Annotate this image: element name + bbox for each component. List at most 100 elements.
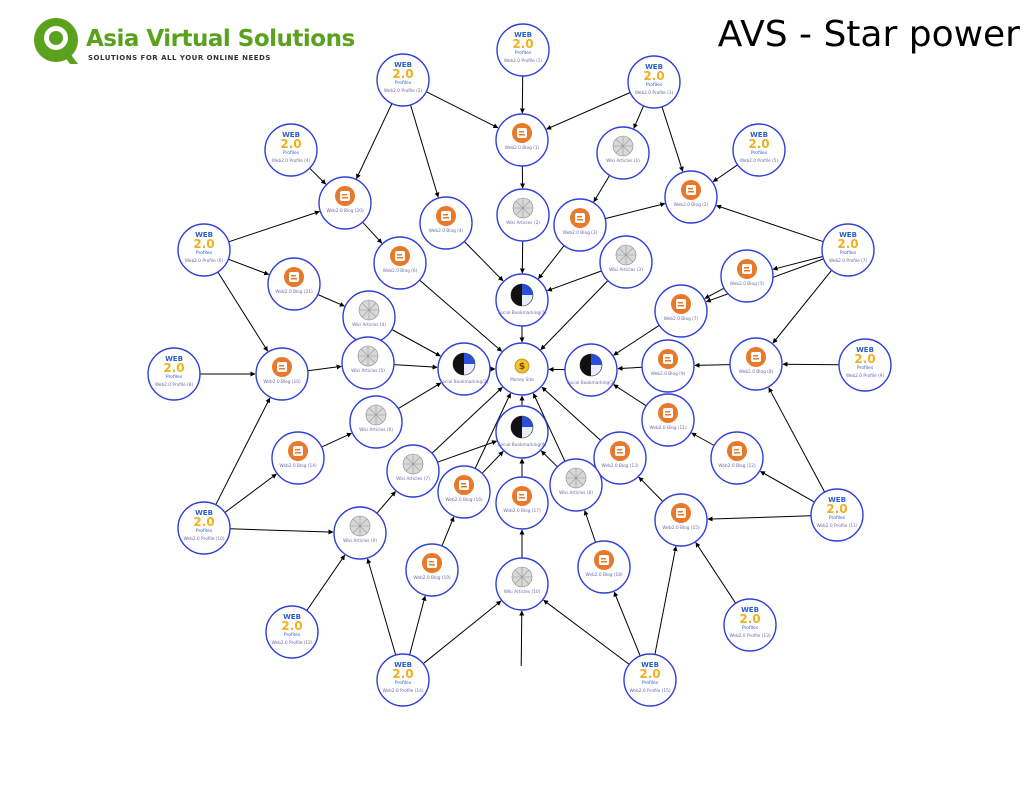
web20-profile-label: Web2.0 Profile (8) [155, 382, 194, 388]
web20-blog-label: Web2.0 Blog (19) [413, 575, 451, 581]
svg-text:Profiles: Profiles [395, 80, 412, 86]
link-arrow [431, 387, 503, 454]
web20-profile-label: Web2.0 Profile (6) [185, 258, 224, 264]
web20-blog-node: Web2.0 Blog (5) [720, 249, 774, 303]
wiki-article-label: Wiki Articles (10) [504, 589, 541, 595]
web20-blog-label: Web2.0 Blog (16) [445, 497, 483, 503]
web20-profile-label: Web2.0 Profile (11) [816, 523, 857, 529]
web20-blog-label: Web2.0 Blog (13) [601, 463, 639, 469]
web20-blog-label: Web2.0 Blog (21) [275, 289, 313, 295]
svg-text:Profiles: Profiles [840, 250, 857, 256]
web20-blog-label: Web2.0 Blog (6) [383, 268, 418, 274]
svg-text:WEB: WEB [641, 661, 659, 669]
link-arrow [593, 175, 611, 203]
wikipedia-globe-icon [612, 135, 634, 157]
web20-profile-label: Web2.0 Profile (7) [829, 258, 868, 264]
web20-blog-label: Web2.0 Blog (10) [263, 379, 301, 385]
wikipedia-globe-icon [357, 345, 379, 367]
svg-text:Profiles: Profiles [166, 374, 183, 380]
web20-blog-node: Web2.0 Blog (15) [654, 493, 708, 547]
blogger-icon [454, 475, 474, 495]
blogger-icon [737, 259, 757, 279]
wikipedia-globe-icon [358, 299, 380, 321]
link-arrow [419, 279, 502, 352]
svg-text:Profiles: Profiles [742, 625, 759, 631]
link-arrow [707, 515, 812, 522]
wiki-article-label: Wiki Articles (3) [609, 267, 643, 273]
web20-profile-label: Web2.0 Profile (15) [629, 688, 670, 694]
svg-text:2.0: 2.0 [826, 502, 847, 516]
link-arrow [605, 202, 666, 220]
web20-blog-node: Web2.0 Blog (21) [267, 257, 321, 311]
wiki-article-label: Wiki Articles (6) [359, 427, 393, 433]
wiki-article-node: Wiki Articles (7) [386, 444, 440, 498]
link-arrow [532, 393, 566, 462]
link-arrow [538, 245, 565, 279]
link-arrow [362, 221, 383, 244]
link-arrow [425, 91, 499, 129]
svg-text:2.0: 2.0 [639, 667, 660, 681]
link-arrow [519, 610, 525, 667]
web20-blog-label: Web2.0 Blog (18) [585, 572, 623, 578]
blogger-icon [512, 486, 532, 506]
svg-text:Profiles: Profiles [646, 82, 663, 88]
svg-text:2.0: 2.0 [512, 37, 533, 51]
logo-mark-icon [34, 18, 78, 64]
web20-profile-label: Web2.0 Profile (13) [729, 633, 770, 639]
wiki-article-node: Wiki Articles (9) [333, 506, 387, 560]
wikipedia-globe-icon [615, 244, 637, 266]
link-arrow [356, 103, 393, 180]
svg-text:Profiles: Profiles [829, 515, 846, 521]
web20-blog-label: Web2.0 Blog (8) [739, 369, 774, 375]
wiki-article-node: Wiki Articles (2) [496, 188, 550, 242]
svg-text:2.0: 2.0 [739, 612, 760, 626]
web20-blog-label: Web2.0 Blog (5) [730, 281, 765, 287]
company-logo: Asia Virtual Solutions Solutions For All… [30, 12, 355, 72]
link-arrow [543, 599, 630, 665]
link-arrow [441, 516, 455, 547]
blogger-icon [436, 206, 456, 226]
bookmark-globe-icon [510, 283, 534, 307]
svg-text:Profiles: Profiles [751, 150, 768, 156]
svg-text:2.0: 2.0 [281, 619, 302, 633]
web20-blog-node: Web2.0 Blog (4) [419, 196, 473, 250]
link-arrow [633, 105, 645, 129]
svg-text:WEB: WEB [514, 31, 532, 39]
link-arrow [772, 256, 823, 271]
blogger-icon [658, 403, 678, 423]
svg-text:WEB: WEB [828, 496, 846, 504]
svg-text:Profiles: Profiles [196, 528, 213, 534]
svg-text:Profiles: Profiles [515, 50, 532, 56]
link-arrow [393, 364, 438, 370]
svg-text:2.0: 2.0 [163, 361, 184, 375]
wiki-article-node: Wiki Articles (3) [599, 235, 653, 289]
svg-text:Profiles: Profiles [283, 150, 300, 156]
wikipedia-globe-icon [512, 197, 534, 219]
link-arrow [376, 491, 396, 514]
link-arrow [540, 280, 609, 350]
wikipedia-globe-icon [349, 515, 371, 537]
social-bookmarking-label: Social Bookmarking(2) [440, 379, 489, 385]
link-arrow [366, 558, 397, 656]
link-arrow [613, 384, 647, 407]
link-arrow [694, 362, 731, 368]
blogger-icon [284, 267, 304, 287]
svg-text:2.0: 2.0 [643, 69, 664, 83]
link-arrow [613, 324, 660, 356]
link-arrow [307, 364, 342, 372]
link-arrow [691, 432, 715, 446]
link-arrow [317, 294, 345, 307]
web20-blog-label: Web2.0 Blog (17) [503, 508, 541, 514]
link-arrow [654, 546, 678, 655]
link-arrow [546, 92, 631, 130]
web20-blog-label: Web2.0 Blog (3) [563, 230, 598, 236]
web20-blog-node: Web2.0 Blog (3) [553, 198, 607, 252]
